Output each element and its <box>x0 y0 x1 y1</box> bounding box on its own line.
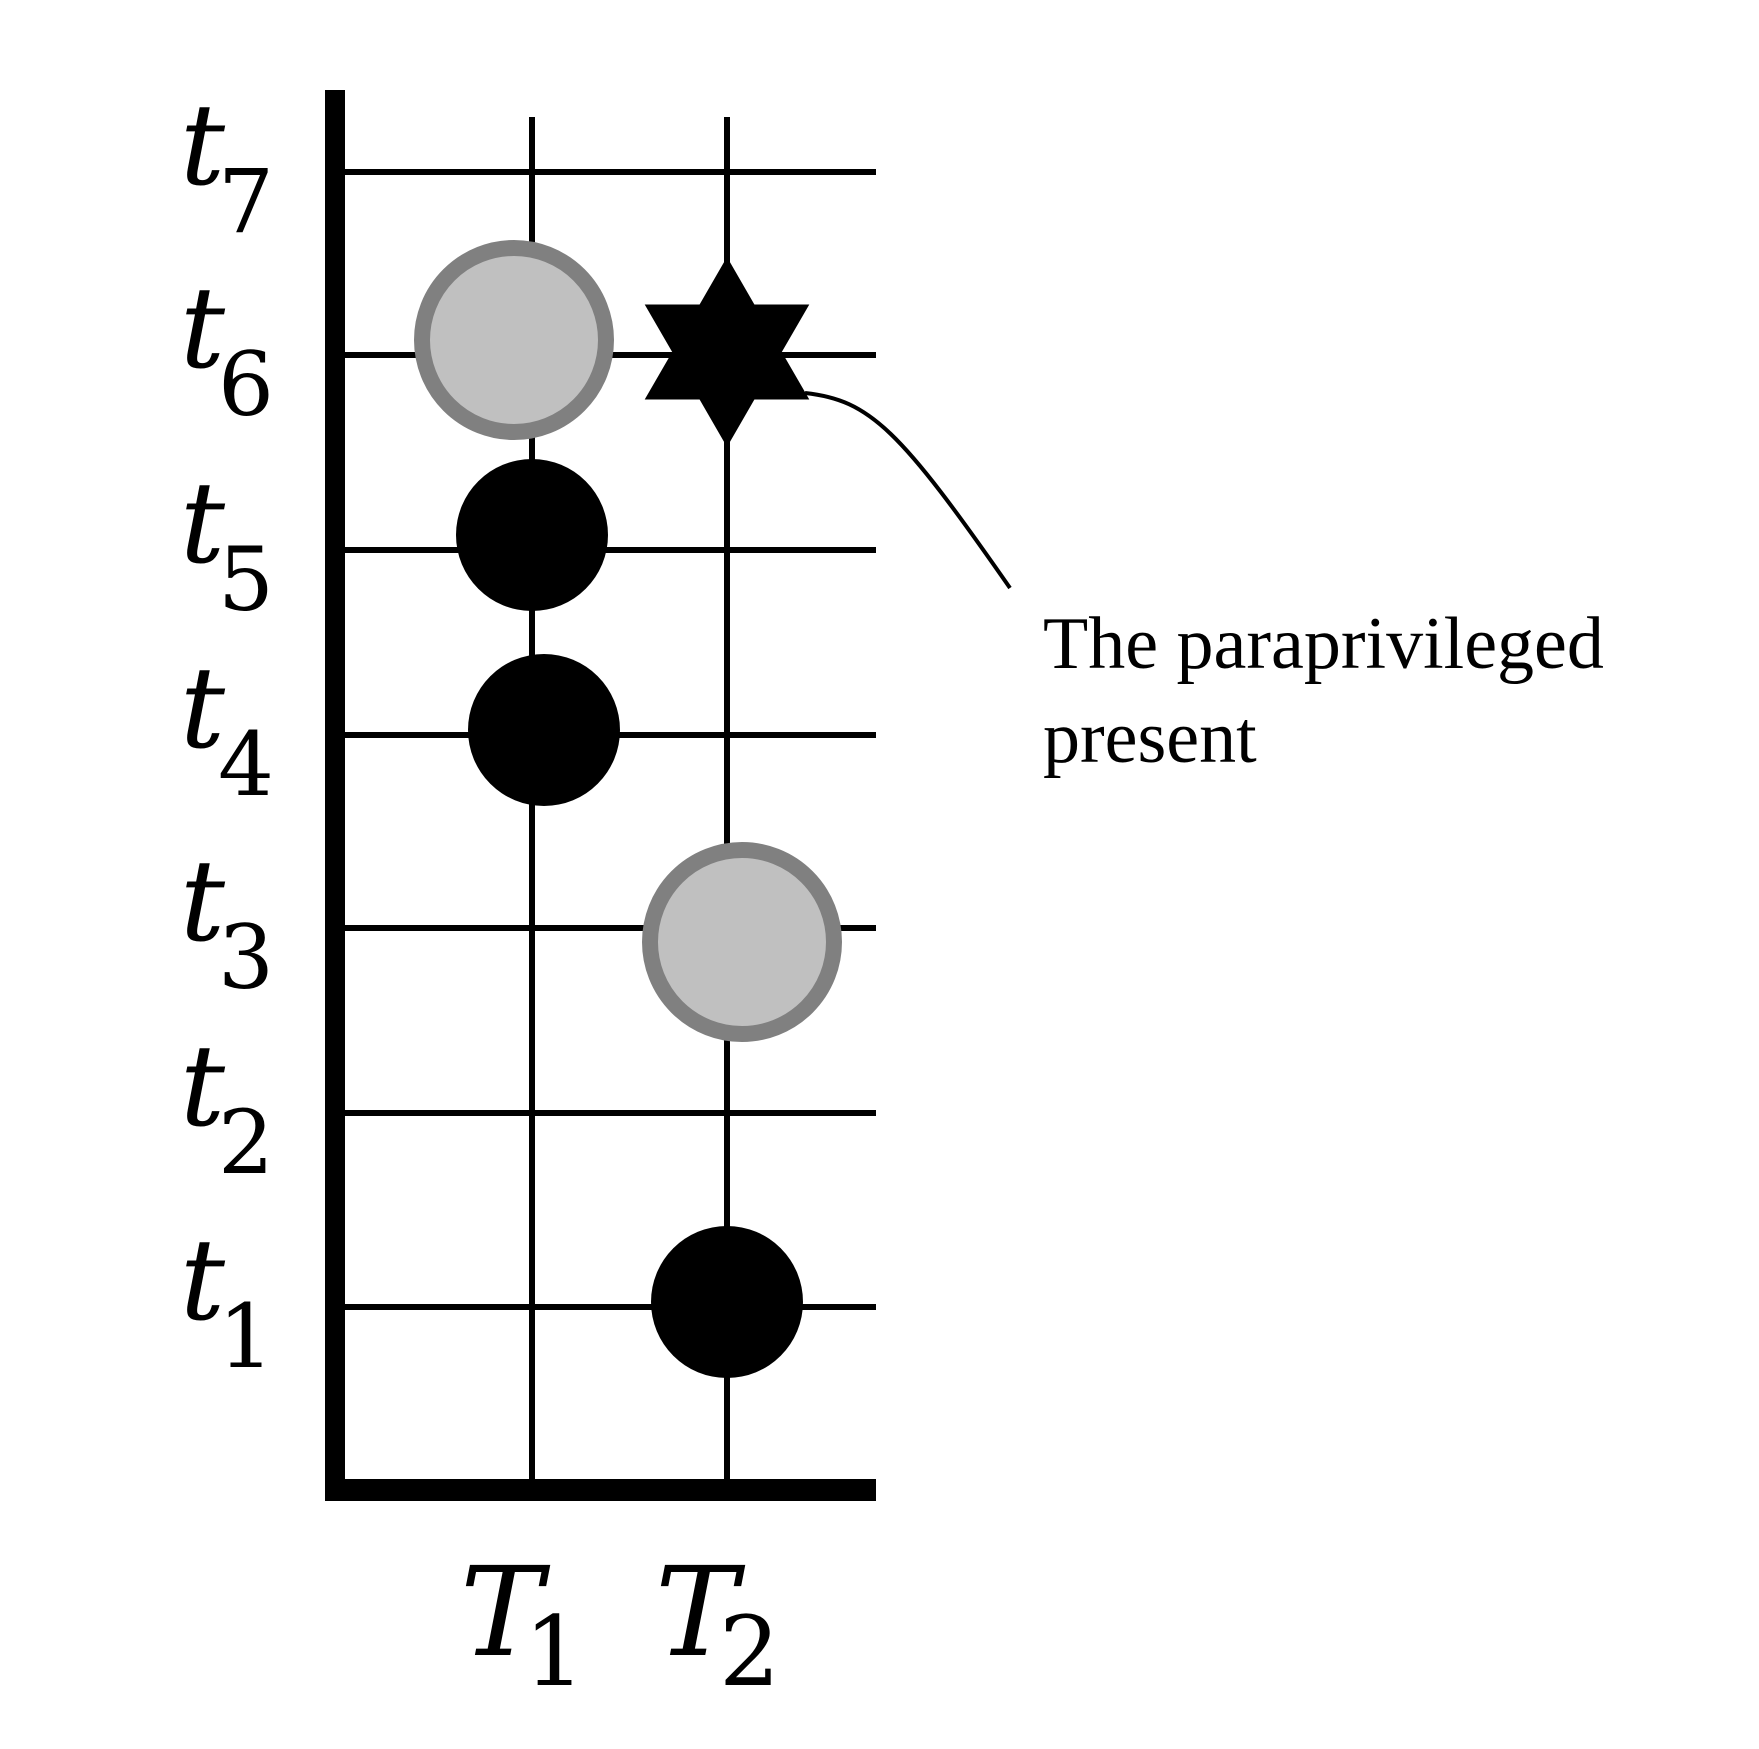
filled-circle-t5-T1 <box>456 459 608 611</box>
row-label-t7: t <box>180 81 226 211</box>
filled-circle-t1-T2 <box>651 1226 803 1378</box>
row-label-t2: t <box>180 1022 226 1152</box>
row-label-sub-5: 5 <box>218 528 274 631</box>
column-label-T1: T <box>460 1541 551 1685</box>
ring-circle-t3-T2 <box>642 842 842 1042</box>
annotation-line-2: present <box>1043 697 1257 779</box>
row-label-t4: t <box>180 644 226 774</box>
annotation-text: The paraprivileged present <box>1043 603 1604 779</box>
annotation-leader <box>804 391 1012 590</box>
row-label-sub-1: 1 <box>218 1285 274 1388</box>
row-label-sub-6: 6 <box>218 333 274 436</box>
row-label-sub-3: 3 <box>218 906 274 1009</box>
leader-line <box>804 391 1012 590</box>
row-label-t6: t <box>180 264 226 394</box>
column-label-sub-1: 1 <box>524 1596 585 1708</box>
row-label-t1: t <box>180 1216 226 1346</box>
column-label-T2: T <box>655 1541 746 1685</box>
row-label-t3: t <box>180 837 226 967</box>
filled-circle-t4-T1 <box>468 654 620 806</box>
column-label-sub-2: 2 <box>719 1596 780 1708</box>
markers <box>414 240 842 1378</box>
row-label-t5: t <box>180 459 226 589</box>
annotation-line-1: The paraprivileged <box>1043 603 1604 685</box>
row-label-sub-2: 2 <box>218 1091 274 1194</box>
row-label-sub-4: 4 <box>218 713 274 816</box>
axes <box>325 90 876 1501</box>
row-label-sub-7: 7 <box>218 150 274 253</box>
star-t6-T2 <box>644 257 810 447</box>
ring-circle-t6-T1 <box>414 240 614 440</box>
